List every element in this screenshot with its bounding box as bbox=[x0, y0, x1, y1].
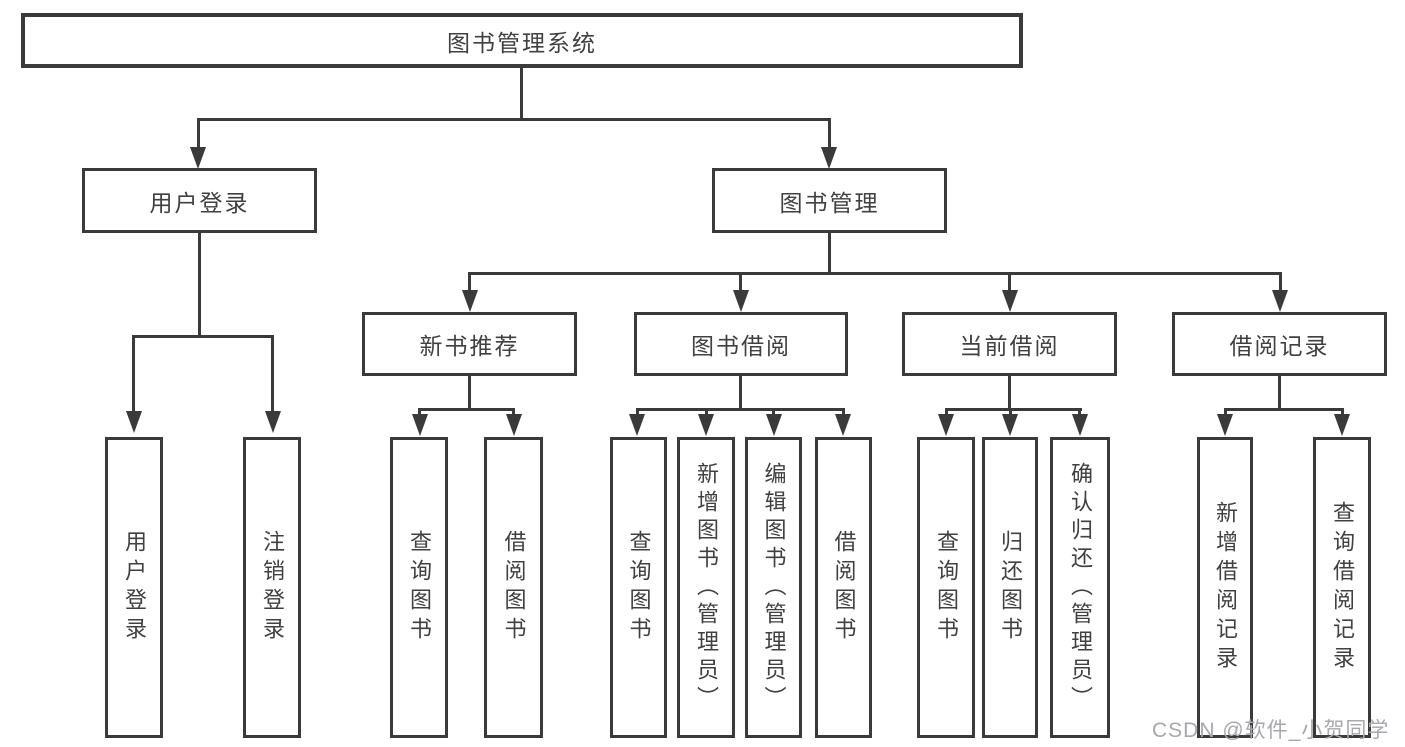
arrow-down-icon bbox=[412, 414, 428, 436]
leaf-query-books-borrow: 查询图书 bbox=[610, 437, 667, 738]
node-book-management: 图书管理 bbox=[712, 168, 947, 233]
node-label: 图书借阅 bbox=[691, 333, 791, 359]
node-label: 当前借阅 bbox=[959, 333, 1060, 359]
leaf-add-borrow-record: 新增借阅记录 bbox=[1197, 437, 1253, 738]
connector-book-borrow-stem bbox=[739, 376, 742, 410]
arrow-down-icon bbox=[629, 414, 645, 436]
connector-current-borrow-bus bbox=[945, 408, 1082, 411]
connector-borrow-record-bus bbox=[1224, 408, 1344, 411]
connector-drop bbox=[1009, 408, 1012, 416]
arrow-down-icon bbox=[835, 414, 851, 436]
arrow-down-icon bbox=[733, 290, 749, 312]
leaf-logout: 注销登录 bbox=[243, 437, 301, 738]
leaf-query-books-recommend: 查询图书 bbox=[390, 437, 448, 738]
connector-drop bbox=[1341, 408, 1344, 416]
arrow-down-icon bbox=[698, 414, 714, 436]
leaf-borrow-books: 借阅图书 bbox=[815, 437, 872, 738]
node-label: 用户登录 bbox=[149, 189, 250, 216]
connector-book-borrow-bus bbox=[636, 408, 845, 411]
node-current-borrow: 当前借阅 bbox=[902, 312, 1117, 376]
connector-drop-user-login bbox=[197, 118, 200, 150]
node-label: 借阅记录 bbox=[1229, 333, 1330, 359]
arrow-down-icon bbox=[1002, 414, 1018, 436]
arrow-down-icon bbox=[126, 411, 142, 433]
leaf-label: 确认归还（管理员） bbox=[1068, 461, 1093, 714]
leaf-borrow-books-recommend: 借阅图书 bbox=[484, 437, 543, 738]
leaf-label: 注销登录 bbox=[260, 529, 285, 646]
connector-drop bbox=[1224, 408, 1227, 416]
node-label: 图书管理系统 bbox=[447, 29, 597, 56]
connector-level3-bus bbox=[468, 272, 1282, 275]
leaf-label: 查询借阅记录 bbox=[1330, 500, 1355, 675]
connector-drop bbox=[945, 408, 948, 416]
connector-drop-current-borrow bbox=[1008, 272, 1011, 292]
arrow-down-icon bbox=[265, 411, 281, 433]
leaf-edit-books-admin: 编辑图书（管理员） bbox=[745, 437, 802, 738]
leaf-confirm-return-admin: 确认归还（管理员） bbox=[1050, 437, 1110, 738]
connector-user-login-bus bbox=[132, 335, 274, 338]
leaf-query-books-current: 查询图书 bbox=[917, 437, 975, 738]
connector-drop bbox=[636, 408, 639, 416]
connector-user-login-stem bbox=[198, 233, 201, 337]
leaf-query-borrow-record: 查询借阅记录 bbox=[1313, 437, 1371, 738]
node-library-management-system: 图书管理系统 bbox=[21, 13, 1023, 68]
connector-drop bbox=[512, 408, 515, 416]
connector-drop bbox=[842, 408, 845, 416]
leaf-label: 借阅图书 bbox=[501, 529, 527, 646]
arrow-down-icon bbox=[766, 414, 782, 436]
leaf-label: 借阅图书 bbox=[831, 529, 857, 646]
connector-drop-logout bbox=[271, 335, 274, 412]
connector-new-book-bus bbox=[418, 408, 515, 411]
arrow-down-icon bbox=[462, 290, 478, 312]
leaf-label: 查询图书 bbox=[626, 529, 652, 646]
connector-current-borrow-stem bbox=[1008, 376, 1011, 410]
connector-drop bbox=[772, 408, 775, 416]
connector-drop bbox=[418, 408, 421, 416]
node-user-login: 用户登录 bbox=[82, 168, 317, 233]
connector-drop-borrow-record bbox=[1279, 272, 1282, 292]
leaf-label: 查询图书 bbox=[407, 529, 432, 646]
node-new-book-recommend: 新书推荐 bbox=[362, 312, 577, 376]
connector-drop-book-borrow bbox=[739, 272, 742, 292]
arrow-down-icon bbox=[190, 147, 206, 169]
arrow-down-icon bbox=[1272, 290, 1288, 312]
leaf-label: 归还图书 bbox=[998, 529, 1023, 646]
node-book-borrow: 图书借阅 bbox=[634, 312, 848, 376]
leaf-label: 用户登录 bbox=[122, 529, 147, 646]
leaf-label: 编辑图书（管理员） bbox=[761, 461, 787, 714]
connector-drop bbox=[1078, 408, 1081, 416]
arrow-down-icon bbox=[938, 414, 954, 436]
leaf-return-books: 归还图书 bbox=[982, 437, 1038, 738]
leaf-label: 查询图书 bbox=[934, 529, 959, 646]
leaf-user-login: 用户登录 bbox=[105, 437, 163, 738]
arrow-down-icon bbox=[821, 147, 837, 169]
connector-new-book-stem bbox=[468, 376, 471, 410]
connector-drop-new-book bbox=[468, 272, 471, 292]
node-borrow-record: 借阅记录 bbox=[1172, 312, 1387, 376]
leaf-label: 新增图书（管理员） bbox=[694, 461, 719, 714]
connector-root-stem bbox=[520, 68, 523, 120]
csdn-watermark: CSDN @软件_小贺同学 bbox=[1152, 719, 1390, 742]
node-label: 新书推荐 bbox=[419, 333, 520, 359]
arrow-down-icon bbox=[506, 414, 522, 436]
connector-book-management-stem bbox=[828, 233, 831, 275]
arrow-down-icon bbox=[1334, 414, 1350, 436]
node-label: 图书管理 bbox=[779, 189, 880, 216]
connector-level1-bus bbox=[197, 118, 831, 121]
arrow-down-icon bbox=[1072, 414, 1088, 436]
arrow-down-icon bbox=[1217, 414, 1233, 436]
leaf-label: 新增借阅记录 bbox=[1213, 500, 1238, 675]
connector-borrow-record-stem bbox=[1278, 376, 1281, 410]
connector-drop-login bbox=[132, 335, 135, 412]
arrow-down-icon bbox=[1002, 290, 1018, 312]
connector-drop bbox=[705, 408, 708, 416]
leaf-add-books-admin: 新增图书（管理员） bbox=[677, 437, 735, 738]
connector-drop-book-management bbox=[828, 118, 831, 150]
